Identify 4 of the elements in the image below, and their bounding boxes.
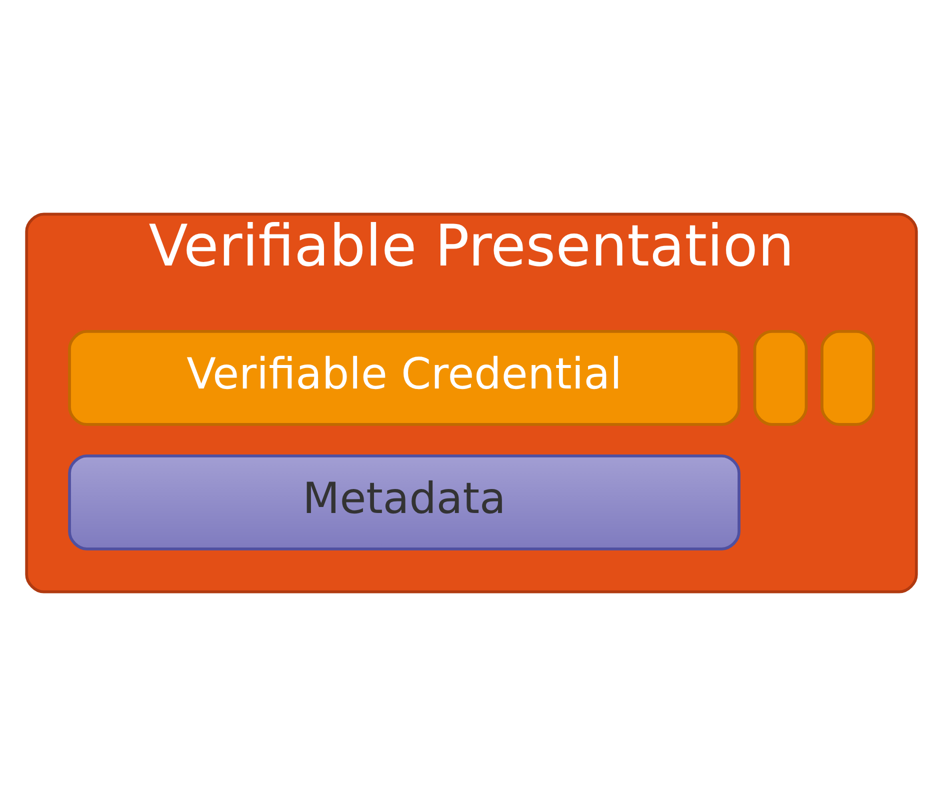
node-box: Verifiable Credential	[68, 330, 740, 426]
node-box	[752, 330, 808, 426]
node-box	[820, 330, 874, 426]
node-box: Metadata	[68, 454, 740, 550]
